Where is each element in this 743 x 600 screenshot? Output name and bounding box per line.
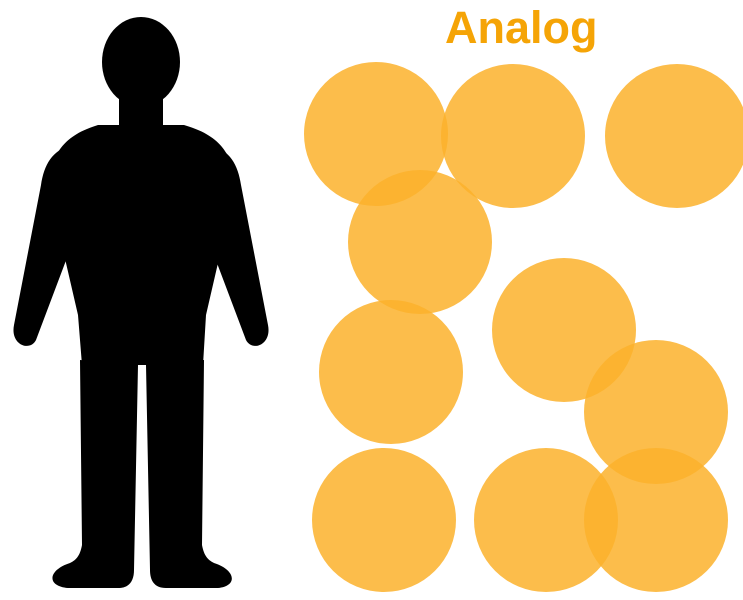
person-silhouette-icon — [13, 17, 269, 588]
person-right-arm — [200, 145, 269, 346]
circle-icon — [304, 62, 448, 206]
circle-icon — [605, 64, 743, 208]
person-head — [102, 17, 180, 107]
circle-group — [304, 62, 743, 592]
person-right-leg — [146, 360, 232, 588]
person-left-leg — [52, 360, 138, 588]
circle-icon — [348, 170, 492, 314]
diagram-title: Analog — [445, 2, 598, 53]
circle-icon — [584, 340, 728, 484]
circle-icon — [474, 448, 618, 592]
circle-icon — [492, 258, 636, 402]
circle-icon — [584, 448, 728, 592]
circle-icon — [312, 448, 456, 592]
circle-icon — [441, 64, 585, 208]
person-torso — [48, 125, 236, 365]
person-left-arm — [13, 145, 82, 346]
circle-icon — [319, 300, 463, 444]
